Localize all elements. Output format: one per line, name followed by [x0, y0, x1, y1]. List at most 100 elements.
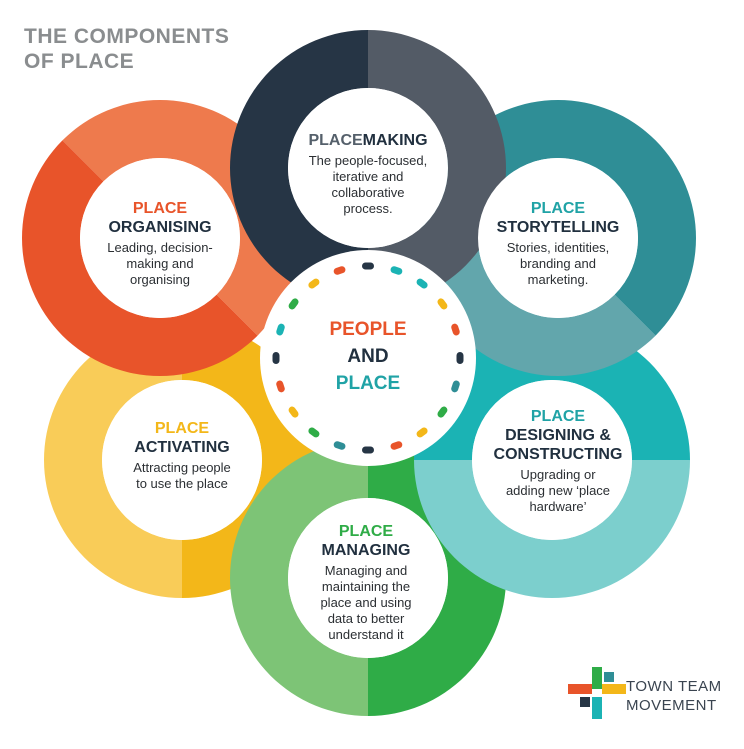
center-dot — [451, 380, 460, 393]
logo-bar-right — [602, 684, 626, 694]
storytelling-ring-dark — [460, 99, 697, 336]
placemaking-ring-light — [368, 30, 506, 306]
designing-heading-2a: DESIGNING & — [505, 427, 611, 444]
desc-line: iterative and — [332, 169, 404, 184]
desc-line: process. — [343, 201, 393, 216]
title-line-1: THE COMPONENTS — [24, 25, 230, 48]
center-dot — [437, 406, 448, 418]
desc-line: Managing and — [324, 563, 408, 578]
designing-ring-light — [414, 460, 690, 598]
organising-inner-circle — [80, 158, 240, 318]
center-dot — [451, 323, 460, 336]
placemaking-prefix: PLACE — [308, 132, 363, 149]
activating-ring-light — [44, 322, 182, 598]
logo-bar-left — [568, 684, 592, 694]
storytelling-inner-circle — [478, 158, 638, 318]
center-dot — [390, 441, 403, 450]
activating-heading-2: ACTIVATING — [134, 439, 230, 456]
logo-square — [604, 672, 614, 682]
title-line-2: OF PLACE — [24, 50, 135, 73]
activating-inner-circle — [102, 380, 262, 540]
center-dot — [288, 406, 299, 418]
managing-heading-1: PLACE — [338, 523, 394, 540]
desc-line: data to better — [327, 611, 405, 626]
desc-line: making and — [126, 256, 194, 271]
desc-line: understand it — [328, 627, 404, 642]
desc-line: The people-focused, — [308, 153, 428, 168]
desc-line: Leading, decision- — [107, 240, 213, 255]
logo-wordmark: TOWN TEAM MOVEMENT — [626, 677, 722, 715]
desc-line: collaborative — [331, 185, 405, 200]
desc-line: Upgrading or — [520, 467, 596, 482]
logo-bar-bottom — [592, 697, 602, 719]
center-dot — [362, 262, 374, 270]
desc-line: adding new ‘place — [505, 483, 611, 498]
center-dot — [308, 278, 320, 289]
logo-square — [580, 697, 590, 707]
organising-heading-2: ORGANISING — [108, 219, 212, 236]
designing-heading-2b: CONSTRUCTING — [493, 446, 623, 463]
logo-bar-top — [592, 667, 602, 689]
managing-label: PLACE MANAGING Managing and maintaining … — [276, 523, 456, 643]
managing-description: Managing and maintaining the place and u… — [276, 563, 456, 643]
managing-ring-light — [230, 440, 368, 716]
activating-heading-1: PLACE — [154, 420, 210, 437]
managing-heading-2: MANAGING — [321, 542, 411, 559]
center-dot — [276, 323, 285, 336]
storytelling-description: Stories, identities, branding and market… — [468, 240, 648, 288]
placemaking-label: PLACEMAKING The people-focused, iterativ… — [278, 131, 458, 217]
center-dot — [333, 266, 346, 275]
desc-line: branding and — [520, 256, 596, 271]
dotted-center-ring — [272, 262, 464, 454]
designing-inner-circle — [472, 380, 632, 540]
placemaking-ring — [230, 30, 506, 306]
town-team-logo-icon — [568, 667, 626, 719]
placemaking-inner-circle — [288, 88, 448, 248]
center-dot — [308, 427, 320, 438]
center-word-and: AND — [347, 346, 389, 367]
organising-heading-1: PLACE — [132, 200, 188, 217]
center-dot — [288, 298, 299, 310]
page-title: THE COMPONENTS OF PLACE — [24, 24, 229, 74]
designing-label: PLACE DESIGNING & CONSTRUCTING Upgrading… — [468, 408, 648, 515]
logo-line-1: TOWN TEAM — [626, 678, 722, 695]
activating-label: PLACE ACTIVATING Attracting people to us… — [92, 420, 272, 492]
center-word-place: PLACE — [335, 373, 401, 394]
designing-description: Upgrading or adding new ‘place hardware’ — [468, 467, 648, 515]
placemaking-description: The people-focused, iterative and collab… — [278, 153, 458, 217]
desc-line: maintaining the — [321, 579, 411, 594]
organising-label: PLACE ORGANISING Leading, decision- maki… — [70, 200, 250, 288]
placemaking-heading: PLACEMAKING — [278, 131, 458, 150]
center-dot — [456, 352, 464, 364]
organising-description: Leading, decision- making and organising — [70, 240, 250, 288]
designing-heading-1: PLACE — [530, 408, 586, 425]
center-dot — [390, 266, 403, 275]
rings-layer — [22, 30, 697, 716]
activating-description: Attracting people to use the place — [92, 460, 272, 492]
center-dot — [362, 446, 374, 454]
center-dot — [416, 278, 428, 289]
desc-line: organising — [130, 272, 190, 287]
center-circle — [260, 250, 476, 466]
center-word-people: PEOPLE — [329, 319, 407, 340]
desc-line: to use the place — [136, 476, 228, 491]
managing-inner-circle — [288, 498, 448, 658]
center-dot — [276, 380, 285, 393]
center-dot — [333, 441, 346, 450]
center-dot — [437, 298, 448, 310]
desc-line: Attracting people — [133, 460, 231, 475]
center-dot — [272, 352, 280, 364]
placemaking-ring-dark — [230, 30, 368, 306]
inner-circles-layer — [80, 88, 638, 658]
desc-line: Stories, identities, — [506, 240, 610, 255]
desc-line: hardware’ — [529, 499, 587, 514]
center-label: PEOPLE AND PLACE — [298, 316, 438, 397]
desc-line: place and using — [320, 595, 412, 610]
storytelling-label: PLACE STORYTELLING Stories, identities, … — [468, 200, 648, 288]
desc-line: marketing. — [527, 272, 589, 287]
center-dot — [416, 427, 428, 438]
organising-ring-dark — [22, 140, 258, 376]
storytelling-heading-2: STORYTELLING — [496, 219, 620, 236]
